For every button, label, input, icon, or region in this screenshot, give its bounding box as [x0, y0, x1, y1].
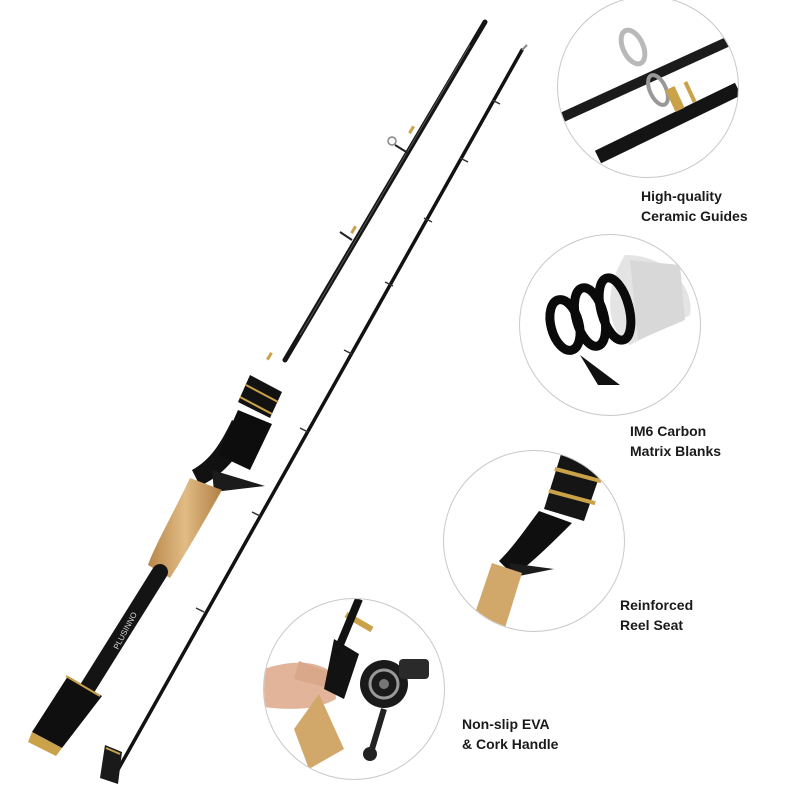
feature-label-guides: High-quality Ceramic Guides — [641, 188, 748, 224]
callout-ceramic-guides — [557, 0, 739, 178]
rod-guide — [251, 511, 261, 517]
rod-guide — [343, 349, 353, 355]
rod-guide — [339, 231, 353, 241]
feature-label-carbon: IM6 Carbon Matrix Blanks — [630, 423, 722, 459]
eva-butt-grip — [32, 676, 102, 748]
cork-grip — [148, 478, 222, 578]
rod-guide — [423, 217, 433, 223]
rod-guide — [384, 281, 394, 287]
callout-handle — [263, 598, 445, 780]
callout-reel-seat — [443, 450, 625, 632]
rod-guide — [299, 427, 309, 433]
rod-guide — [195, 607, 205, 613]
feature-label-reel-seat: Reinforced Reel Seat — [620, 597, 694, 633]
feature-label-handle: Non-slip EVA & Cork Handle — [462, 716, 559, 752]
rod-section-secondary — [100, 44, 528, 784]
callout-carbon-blanks — [519, 234, 701, 416]
rod-guide — [491, 99, 501, 105]
rod-guide — [459, 157, 469, 163]
reel-seat — [192, 375, 282, 492]
rod-guide — [387, 136, 409, 154]
